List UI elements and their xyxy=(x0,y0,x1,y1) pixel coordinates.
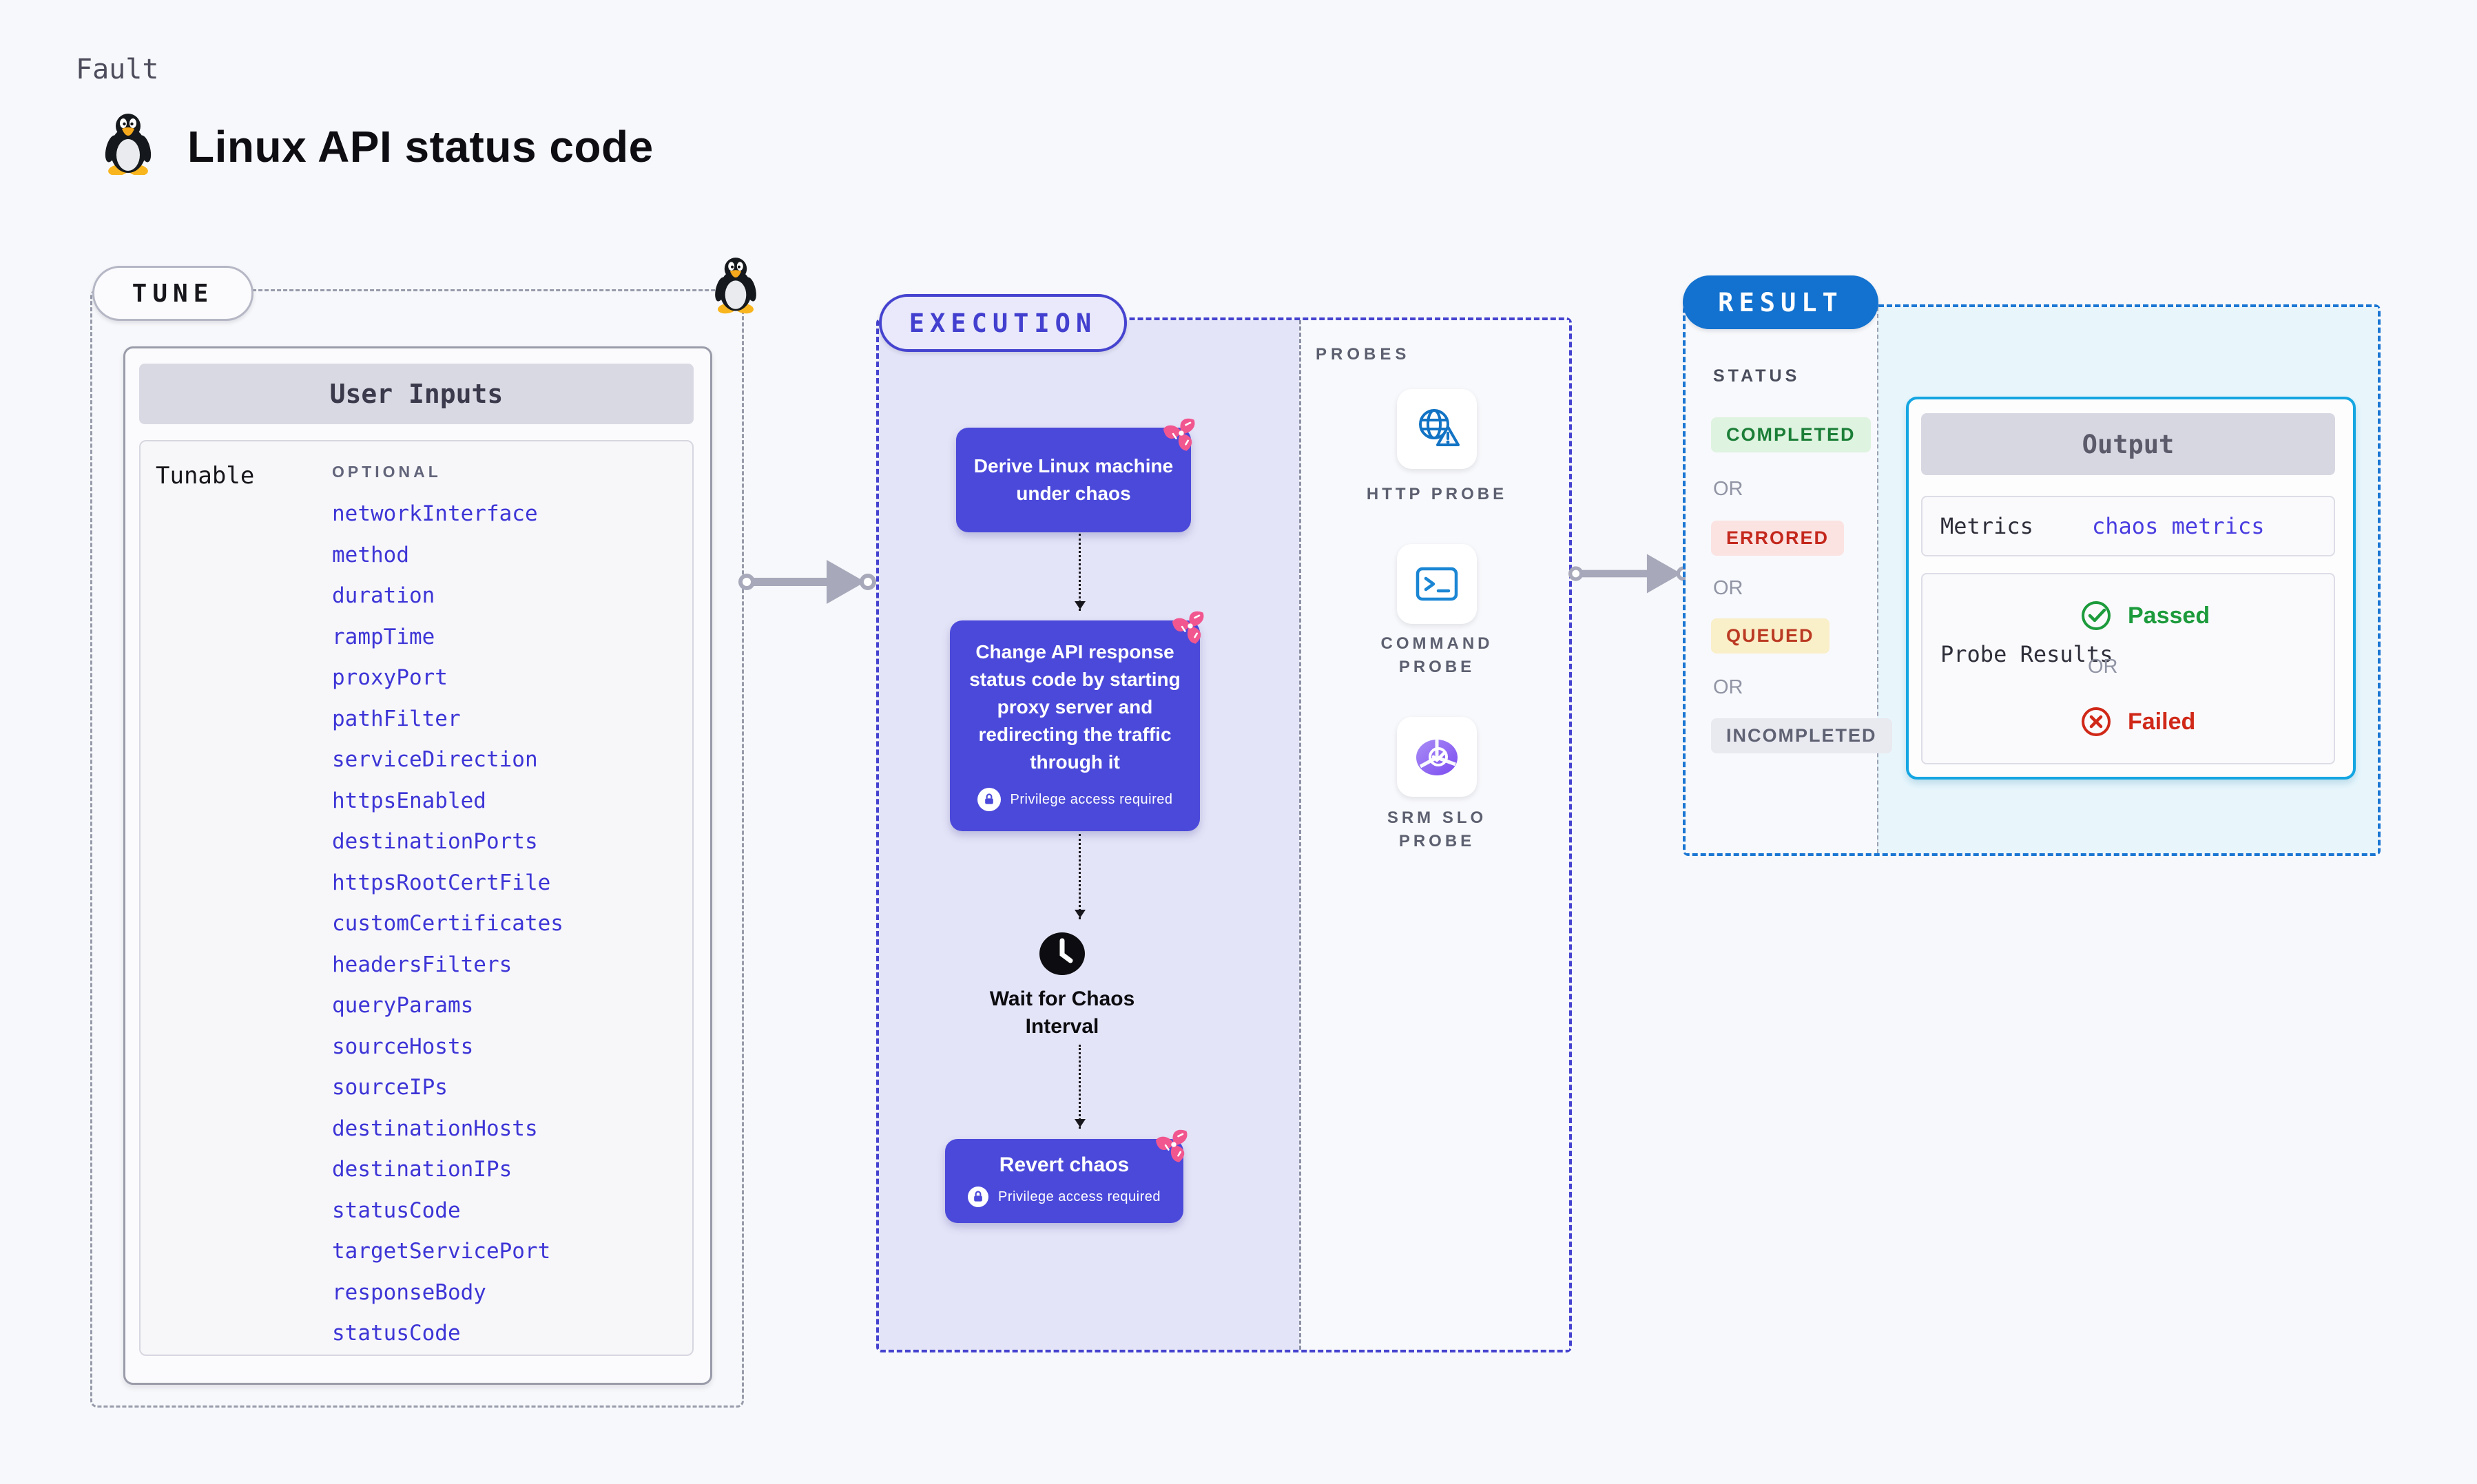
tune-section: TUNE User Inputs Tunable OPTIONAL networ… xyxy=(90,289,744,1408)
status-title: STATUS xyxy=(1713,366,1801,386)
check-circle-icon xyxy=(2080,599,2113,632)
probe-results-label: Probe Results xyxy=(1940,641,2113,667)
tune-pill: TUNE xyxy=(92,266,253,321)
command-probe-card[interactable] xyxy=(1397,544,1477,624)
param-item[interactable]: pathFilter xyxy=(332,706,461,731)
flow-connector xyxy=(1075,1045,1086,1129)
param-item[interactable]: proxyPort xyxy=(332,665,448,690)
privilege-label: Privilege access required xyxy=(1010,792,1173,807)
flow-connector xyxy=(1075,834,1086,919)
param-item[interactable]: httpsRootCertFile xyxy=(332,870,551,895)
fault-kicker: Fault xyxy=(76,54,159,85)
tux-penguin-icon xyxy=(101,109,156,175)
metrics-row: Metrics chaos metrics xyxy=(1921,496,2335,556)
param-item[interactable]: networkInterface xyxy=(332,501,538,526)
param-item[interactable]: destinationHosts xyxy=(332,1116,538,1141)
param-item[interactable]: headersFilters xyxy=(332,952,512,977)
lock-icon xyxy=(977,788,1001,811)
flow-node-label: Change API response status code by start… xyxy=(969,641,1181,773)
wait-for-chaos-label: Wait for Chaos Interval xyxy=(989,987,1135,1038)
user-inputs-header: User Inputs xyxy=(139,364,694,424)
privilege-row: Privilege access required xyxy=(977,786,1173,813)
probe-results-row: Probe Results Passed OR Failed xyxy=(1921,573,2335,764)
passed-label: Passed xyxy=(2128,602,2210,629)
chaos-metrics-link[interactable]: chaos metrics xyxy=(2092,513,2265,539)
param-item[interactable]: method xyxy=(332,542,409,567)
param-item[interactable]: sourceHosts xyxy=(332,1034,474,1059)
failed-label: Failed xyxy=(2128,708,2196,735)
param-item[interactable]: duration xyxy=(332,583,435,608)
status-badge-completed: COMPLETED xyxy=(1711,417,1871,452)
terminal-icon xyxy=(1412,559,1462,609)
execution-section: EXECUTION Derive Linux machine under cha… xyxy=(876,294,1572,1352)
flow-connector xyxy=(1075,534,1086,611)
or-separator: OR xyxy=(2088,656,2118,678)
arrow-tune-to-execution xyxy=(738,556,876,608)
result-pill: RESULT xyxy=(1683,275,1878,329)
flow-node-label: Revert chaos xyxy=(999,1153,1130,1176)
param-item[interactable]: targetServicePort xyxy=(332,1239,551,1264)
flow-node-change-status-code: Change API response status code by start… xyxy=(950,620,1200,831)
privilege-label: Privilege access required xyxy=(998,1189,1161,1204)
execution-pill: EXECUTION xyxy=(879,294,1127,352)
tux-penguin-icon xyxy=(711,251,760,315)
tunable-row-label: Tunable xyxy=(156,462,255,490)
output-card: Output Metrics chaos metrics Probe Resul… xyxy=(1906,397,2356,780)
probes-title: PROBES xyxy=(1316,345,1411,364)
param-item[interactable]: responseBody xyxy=(332,1279,486,1305)
status-badge-queued: QUEUED xyxy=(1711,618,1830,654)
result-section: RESULT STATUS COMPLETED OR ERRORED OR QU… xyxy=(1683,275,2381,856)
page-title: Linux API status code xyxy=(187,122,654,171)
param-item[interactable]: httpsEnabled xyxy=(332,788,486,813)
param-item[interactable]: rampTime xyxy=(332,624,435,649)
param-item[interactable]: customCertificates xyxy=(332,911,563,936)
flow-node-revert-chaos: Revert chaos Privilege access required xyxy=(945,1139,1183,1223)
globe-warning-icon xyxy=(1412,404,1462,454)
param-item[interactable]: statusCode xyxy=(332,1198,461,1223)
lock-icon xyxy=(968,1187,989,1207)
status-column xyxy=(1686,307,1877,853)
probes-panel xyxy=(1299,320,1569,1350)
tunables-list: Tunable OPTIONAL networkInterface method… xyxy=(139,440,694,1356)
status-badge-errored: ERRORED xyxy=(1711,521,1845,556)
optional-column-label: OPTIONAL xyxy=(332,463,442,481)
flow-node-label: Derive Linux machine under chaos xyxy=(973,455,1174,504)
status-badge-incompleted: INCOMPLETED xyxy=(1711,718,1892,753)
http-probe-label: HTTP PROBE xyxy=(1366,485,1508,503)
http-probe-card[interactable] xyxy=(1397,389,1477,469)
pie-check-icon xyxy=(1412,732,1462,782)
param-item[interactable]: destinationIPs xyxy=(332,1157,512,1182)
passed-row: Passed xyxy=(2080,599,2210,632)
failed-row: Failed xyxy=(2080,705,2195,738)
chaos-pinwheel-icon xyxy=(1163,415,1199,451)
arrow-execution-to-result xyxy=(1568,547,1691,600)
param-item[interactable]: serviceDirection xyxy=(332,747,538,772)
param-item[interactable]: destinationPorts xyxy=(332,829,538,854)
tunable-params-column: OPTIONAL networkInterface method duratio… xyxy=(332,455,563,1355)
param-item[interactable]: statusCode xyxy=(332,1321,461,1346)
metrics-label: Metrics xyxy=(1940,513,2033,539)
param-item[interactable]: sourceIPs xyxy=(332,1075,448,1100)
command-probe-label: COMMAND PROBE xyxy=(1380,634,1493,676)
privilege-row: Privilege access required xyxy=(968,1184,1161,1210)
or-separator: OR xyxy=(1713,577,1743,599)
or-separator: OR xyxy=(1713,478,1743,500)
clock-icon xyxy=(1039,930,1086,977)
chaos-pinwheel-icon xyxy=(1172,608,1208,644)
user-inputs-card: User Inputs Tunable OPTIONAL networkInte… xyxy=(123,346,712,1385)
param-item[interactable]: queryParams xyxy=(332,993,474,1018)
flow-node-derive-machine: Derive Linux machine under chaos xyxy=(956,428,1191,532)
or-separator: OR xyxy=(1713,676,1743,698)
chaos-pinwheel-icon xyxy=(1156,1127,1192,1162)
x-circle-icon xyxy=(2080,705,2113,738)
output-header: Output xyxy=(1921,413,2335,475)
srm-slo-probe-label: SRM SLO PROBE xyxy=(1387,808,1487,850)
srm-slo-probe-card[interactable] xyxy=(1397,717,1477,797)
